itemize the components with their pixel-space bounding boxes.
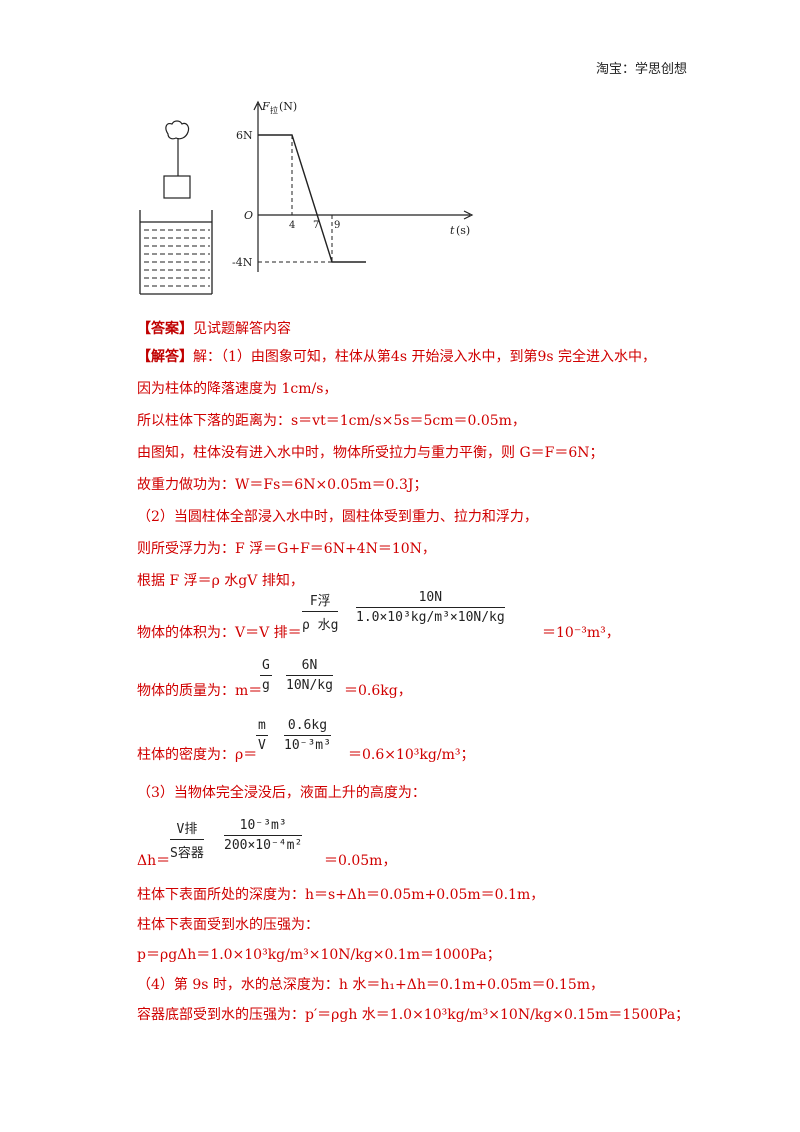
header-text: 淘宝：学思创想 [596,62,688,77]
answer-text: 见试题解答内容 [193,321,291,337]
dashed-guides [258,135,333,263]
volume-fraction-2: 10N 1.0×10³kg/m³×10N/kg [356,590,505,625]
solution-line-13: （4）第 9s 时，水的总深度为：h 水＝h₁+Δh＝0.1m+0.05m＝0.… [137,977,605,993]
cylinder-block [163,175,191,199]
solution-line-7: 则所受浮力为：F 浮＝G+F＝6N+4N＝10N， [137,541,436,557]
dh-f2-den: 200×10⁻⁴m² [224,838,303,853]
solution-line-8: 根据 F 浮＝ρ 水gV 排知， [137,573,304,589]
water-waves [144,229,210,287]
mass-fraction-1: G g [260,658,272,693]
density-equation: 柱体的密度为：ρ＝ [137,744,257,764]
solution-line-10: 柱体下表面所处的深度为：h＝s+Δh＝0.05m+0.05m＝0.1m， [137,887,545,903]
volume-f1-den: ρ 水g [302,618,339,633]
axis-y-sub: 拉 [270,105,278,115]
solution-line-3: 所以柱体下落的距离为：s＝vt＝1cm/s×5s＝5cm＝0.05m， [137,413,526,429]
solution-text-1: 解：（1）由图象可知，柱体从第4s 开始浸入水中，到第9s 完全进入水中， [193,349,656,365]
solution-label: 【解答】 [137,349,193,365]
axis-x-unit: (s) [456,224,470,237]
dh-f1-num: V排 [170,818,204,840]
force-line [258,134,366,263]
density-result: ＝0.6×10³kg/m³； [348,747,475,763]
tick-4: 4 [289,220,295,231]
solution-line-4: 由图知，柱体没有进入水中时，物体所受拉力与重力平衡，则 G＝F＝6N； [137,445,604,461]
mass-f1-num: G [260,658,272,676]
density-fraction-1: m V [256,718,268,753]
volume-result: ＝10⁻³m³， [542,625,620,641]
mass-f2-den: 10N/kg [286,678,333,693]
tick-m4n: -4N [232,256,253,269]
tick-9: 9 [334,220,340,231]
volume-fraction-1: F浮 ρ 水g [302,590,339,633]
volume-equation: 物体的体积为：V＝V 排＝ [137,622,302,642]
graph-axes [253,100,474,272]
mass-f2-num: 6N [286,658,333,676]
axis-y-label: F [261,100,270,113]
mass-equation: 物体的质量为：m＝ [137,680,262,700]
volume-f2-den: 1.0×10³kg/m³×10N/kg [356,610,505,625]
volume-f1-num: F浮 [302,590,339,612]
volume-f2-num: 10N [356,590,505,608]
volume-prefix: 物体的体积为：V＝V 排＝ [137,625,302,641]
tick-7: 7 [313,220,319,231]
answer-label: 【答案】 [137,321,193,337]
solution-line-6: （2）当圆柱体全部浸入水中时，圆柱体受到重力、拉力和浮力， [137,509,538,525]
dh-fraction-1: V排 S容器 [170,818,204,861]
solution-line-14: 容器底部受到水的压强为：p′＝ρgh 水＝1.0×10³kg/m³×10N/kg… [137,1007,690,1023]
dh-f1-den: S容器 [170,846,204,861]
dh-fraction-2: 10⁻³m³ 200×10⁻⁴m² [224,818,303,853]
answer-line: 【答案】见试题解答内容 [137,318,291,338]
solution-line-5: 故重力做功为：W＝Fs＝6N×0.05m＝0.3J； [137,477,428,493]
mass-f1-den: g [262,678,270,693]
density-f1-den: V [258,738,266,753]
solution-line-12: p＝ρgΔh＝1.0×10³kg/m³×10N/kg×0.1m＝1000Pa； [137,947,501,963]
hand-icon [165,120,190,176]
mass-result: ＝0.6kg， [344,683,412,699]
experiment-figure: F 拉 (N) 6N O -4N 4 7 9 t (s) [139,100,474,295]
solution-line-11: 柱体下表面受到水的压强为： [137,917,319,933]
dh-prefix: Δh＝ [137,853,171,869]
mass-fraction-2: 6N 10N/kg [286,658,333,693]
dh-f2-num: 10⁻³m³ [224,818,303,836]
dh-equation: Δh＝ [137,850,170,870]
solution-line-2: 因为柱体的降落速度为 1cm/s， [137,381,338,397]
solution-line-9: （3）当物体完全浸没后，液面上升的高度为： [137,785,426,801]
density-prefix: 柱体的密度为：ρ＝ [137,747,258,763]
density-f1-num: m [256,718,268,736]
density-f2-den: 10⁻³m³ [284,738,331,753]
origin-label: O [244,209,253,222]
dh-result: ＝0.05m， [324,853,397,869]
solution-line-1: 【解答】解：（1）由图象可知，柱体从第4s 开始浸入水中，到第9s 完全进入水中… [137,346,656,366]
axis-y-unit: (N) [279,100,297,113]
axis-x-label: t [450,224,455,237]
density-f2-num: 0.6kg [284,718,331,736]
water-container [139,210,213,295]
tick-6n: 6N [236,129,253,142]
mass-prefix: 物体的质量为：m＝ [137,683,263,699]
density-fraction-2: 0.6kg 10⁻³m³ [284,718,331,753]
